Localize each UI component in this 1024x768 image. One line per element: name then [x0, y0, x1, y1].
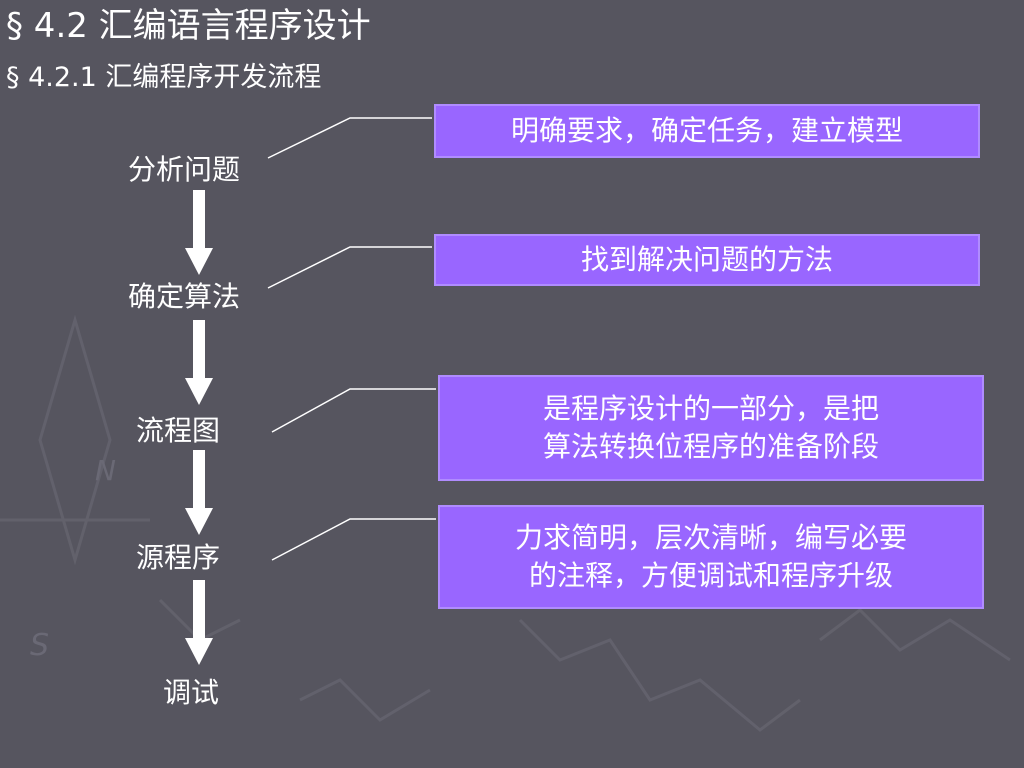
note-text-4: 力求简明，层次清晰，编写必要 的注释，方便调试和程序升级	[514, 521, 907, 592]
note-text-3: 是程序设计的一部分，是把 算法转换位程序的准备阶段	[542, 392, 879, 463]
section-subtitle: § 4.2.1 汇编程序开发流程	[6, 62, 322, 93]
note-box-2: 找到解决问题的方法	[434, 234, 980, 286]
connector-line-3	[271, 388, 436, 433]
step-debug: 调试	[163, 676, 220, 709]
note-box-4: 力求简明，层次清晰，编写必要 的注释，方便调试和程序升级	[438, 505, 984, 609]
note-text-2: 找到解决问题的方法	[580, 243, 833, 276]
note-box-1: 明确要求，确定任务，建立模型	[434, 104, 980, 158]
down-arrow-1	[185, 190, 213, 275]
page-title: § 4.2 汇编语言程序设计	[6, 6, 371, 46]
down-arrow-4	[185, 580, 213, 665]
connector-line-1	[267, 117, 432, 159]
down-arrow-2	[185, 320, 213, 405]
down-arrow-3	[185, 450, 213, 535]
step-determine-algorithm: 确定算法	[128, 280, 241, 313]
note-text-1: 明确要求，确定任务，建立模型	[510, 114, 903, 147]
connector-line-2	[267, 246, 432, 289]
note-box-3: 是程序设计的一部分，是把 算法转换位程序的准备阶段	[438, 375, 984, 481]
step-source-program: 源程序	[136, 541, 221, 574]
svg-text:S: S	[30, 628, 49, 663]
connector-line-4	[271, 518, 436, 561]
step-flowchart: 流程图	[136, 414, 221, 447]
step-analyze-problem: 分析问题	[128, 153, 241, 186]
svg-text:N: N	[95, 454, 116, 487]
